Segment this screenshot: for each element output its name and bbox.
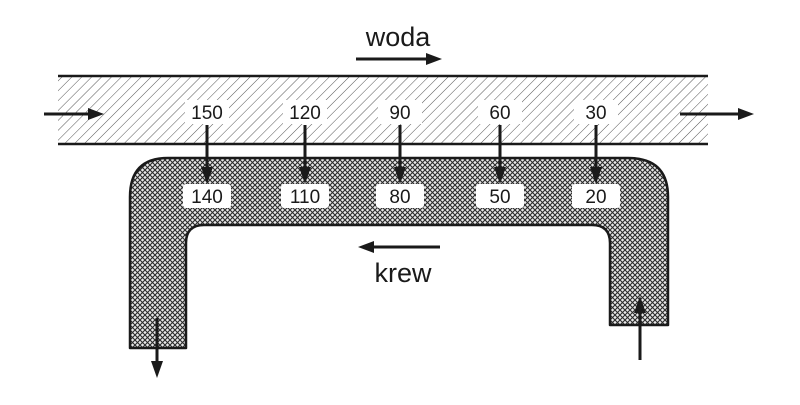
blood-value-bg <box>281 184 329 208</box>
water-value-bg <box>185 100 229 124</box>
water-value: 120 <box>289 103 321 124</box>
water-value-bg <box>283 100 327 124</box>
water-value-bg <box>478 100 522 124</box>
blood-value: 20 <box>585 187 606 208</box>
blood-value-bg <box>476 184 524 208</box>
blood-value: 50 <box>489 187 510 208</box>
blood-value: 110 <box>290 187 320 208</box>
water-value: 90 <box>389 103 410 124</box>
exchange-arrow-head <box>299 167 311 184</box>
exchange-arrow-head <box>394 167 406 184</box>
water-value: 60 <box>489 103 510 124</box>
water-flow-arrow <box>356 53 442 65</box>
water-outlet-arrow <box>680 108 754 120</box>
blood-value: 80 <box>389 187 410 208</box>
blood-label: krew <box>374 258 432 288</box>
blood-vessel <box>128 156 670 350</box>
blood-outlet-arrow <box>151 318 163 378</box>
blood-value: 140 <box>191 187 223 208</box>
blood-value-bg <box>376 184 424 208</box>
water-label: woda <box>365 22 432 52</box>
exchange-arrow-head <box>590 167 602 184</box>
exchange-columns: 150 140 120 110 90 80 60 50 30 20 <box>183 100 620 208</box>
blood-value-bg <box>572 184 620 208</box>
exchange-arrow-head <box>201 167 213 184</box>
exchange-arrow-head <box>494 167 506 184</box>
water-value: 150 <box>191 103 223 124</box>
blood-flow-arrow <box>358 241 440 253</box>
water-value: 30 <box>585 103 606 124</box>
water-value-bg <box>574 100 618 124</box>
water-value-bg <box>378 100 422 124</box>
water-inlet-arrow <box>44 108 104 120</box>
blood-value-bg <box>183 184 231 208</box>
blood-inlet-arrow <box>634 296 646 360</box>
